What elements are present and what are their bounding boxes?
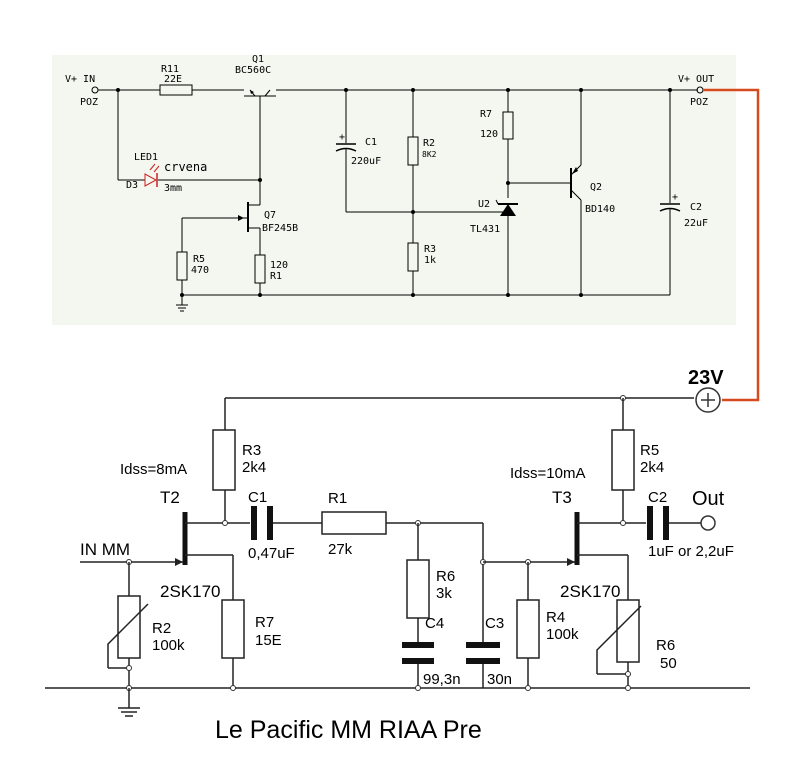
t2-jfet — [182, 512, 250, 600]
c2-preamp-value: 1uF or 2,2uF — [648, 543, 734, 560]
regulator-ground-icon — [176, 304, 188, 312]
preamp-circuit: 23V R3 2k4 Idss=8mA T2 2SK170 IN MM — [45, 367, 750, 717]
r5-preamp-name: R5 — [640, 442, 659, 459]
r6-preamp-resistor — [406, 559, 430, 619]
output-label: Out — [692, 488, 725, 510]
q1-transistor — [244, 89, 276, 180]
svg-text:+: + — [672, 192, 678, 203]
c4-preamp-value: 99,3n — [423, 671, 461, 688]
input-label: IN MM — [80, 540, 130, 559]
c1-name: C1 — [365, 137, 377, 148]
q7-part: BF245B — [262, 223, 298, 234]
r11-name: R11 — [161, 64, 179, 75]
c1-preamp-value: 0,47uF — [248, 545, 295, 562]
r6-preamp-name: R6 — [436, 568, 455, 585]
t3-jfet — [574, 512, 646, 600]
r11-resistor — [159, 84, 193, 96]
t3-part: 2SK170 — [560, 582, 621, 601]
r3-preamp-value: 2k4 — [242, 459, 266, 476]
preamp-ground-icon — [118, 688, 140, 717]
q7-name: Q7 — [264, 210, 276, 221]
vout-label: V+ OUT — [678, 74, 714, 85]
supply-voltage-label: 23V — [688, 367, 724, 389]
t3-name: T3 — [552, 488, 572, 507]
idss-t3-label: Idss=10mA — [510, 465, 585, 482]
r6-trimmer-preamp — [616, 599, 640, 663]
r2-preamp-name: R2 — [152, 620, 171, 637]
output-terminal — [700, 515, 716, 531]
diagram-caption: Le Pacific MM RIAA Pre — [215, 716, 482, 744]
r7-preamp-value: 15E — [255, 632, 282, 649]
r7-name: R7 — [480, 109, 492, 120]
r6-preamp-value: 3k — [436, 585, 452, 602]
r7-preamp-resistor — [221, 599, 245, 659]
svg-text:+: + — [339, 132, 345, 143]
regulator-circuit: V+ IN POZ R11 22E Q1 BC560C LED1 crv — [52, 54, 736, 325]
t2-part: 2SK170 — [160, 582, 221, 601]
vout-poz-label: POZ — [690, 97, 708, 108]
vin-label: V+ IN — [65, 74, 95, 85]
r3-value: 1k — [424, 255, 436, 266]
c2-preamp-name: C2 — [648, 489, 667, 506]
led1-diode — [144, 163, 160, 187]
r11-value: 22E — [164, 74, 182, 85]
c2-capacitor: + — [659, 192, 681, 212]
led1-name: LED1 — [134, 152, 158, 163]
q2-transistor — [570, 90, 582, 295]
r4-preamp-name: R4 — [546, 609, 565, 626]
led1-size: 3mm — [164, 183, 182, 194]
u2-name: U2 — [478, 199, 490, 210]
c1-value: 220uF — [351, 156, 381, 167]
c4-preamp-name: C4 — [425, 615, 444, 632]
r5-preamp-value: 2k4 — [640, 459, 664, 476]
r3-preamp-name: R3 — [242, 442, 261, 459]
r2-name: R2 — [423, 138, 435, 149]
q2-part: BD140 — [585, 204, 615, 215]
c4-preamp-capacitor — [402, 642, 434, 664]
c1-capacitor: + — [335, 132, 357, 152]
r6b-preamp-value: 50 — [660, 655, 677, 672]
r5-value: 470 — [191, 265, 209, 276]
d3-name: D3 — [126, 180, 138, 191]
regulator-background — [52, 55, 736, 325]
r2-preamp-value: 100k — [152, 637, 185, 654]
led1-color: crvena — [164, 160, 207, 174]
supply-link-wire — [703, 88, 760, 402]
r5-preamp-resistor — [611, 429, 635, 491]
r1-preamp-value: 27k — [328, 541, 353, 558]
r2-preamp-trimmer — [117, 595, 141, 659]
r5-name: R5 — [193, 254, 205, 265]
vin-poz-label: POZ — [80, 97, 98, 108]
c3-preamp-capacitor — [466, 642, 500, 664]
r3-name: R3 — [424, 244, 436, 255]
r2-value: 8K2 — [422, 150, 437, 159]
c1-preamp-capacitor — [251, 506, 273, 540]
c2-name: C2 — [690, 202, 702, 213]
c3-preamp-value: 30n — [487, 671, 512, 688]
q1-part: BC560C — [235, 65, 271, 76]
r4-preamp-value: 100k — [546, 626, 579, 643]
c2-preamp-capacitor — [647, 506, 669, 540]
r1-preamp-name: R1 — [328, 490, 347, 507]
q7-transistor — [182, 180, 261, 255]
c1-preamp-name: C1 — [248, 489, 267, 506]
q1-name: Q1 — [252, 54, 264, 65]
c3-preamp-name: C3 — [485, 615, 504, 632]
r1-name: R1 — [270, 271, 282, 282]
r7-value: 120 — [480, 129, 498, 140]
r4-preamp-resistor — [516, 599, 540, 659]
q2-name: Q2 — [590, 182, 602, 193]
vin-terminal — [91, 86, 99, 94]
u2-shunt-regulator — [495, 199, 518, 295]
c2-value: 22uF — [684, 218, 708, 229]
u2-part: TL431 — [470, 224, 500, 235]
r1-value: 120 — [270, 260, 288, 271]
r6b-preamp-name: R6 — [656, 637, 675, 654]
idss-t2-label: Idss=8mA — [120, 461, 187, 478]
r3-preamp-resistor — [212, 429, 236, 491]
r1-preamp-resistor — [321, 511, 387, 535]
t2-name: T2 — [160, 488, 180, 507]
r7-preamp-name: R7 — [255, 614, 274, 631]
